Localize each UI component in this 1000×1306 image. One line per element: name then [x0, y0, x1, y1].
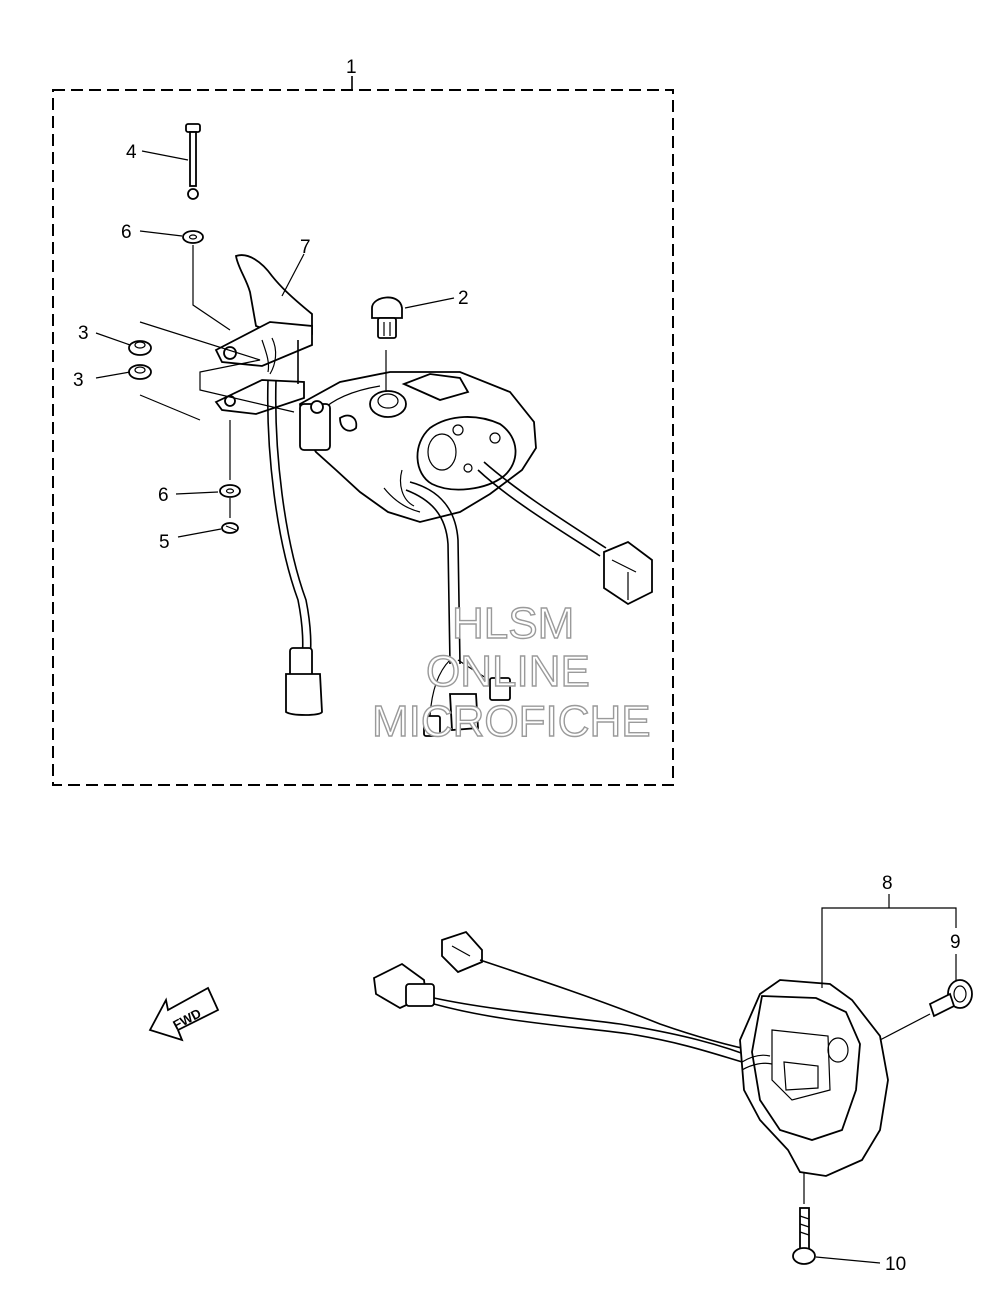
- part-3-nut-upper: [128, 340, 152, 356]
- leader-6-upper: [139, 230, 183, 237]
- part-3-nut-lower: [128, 364, 152, 380]
- connector-right: [603, 540, 653, 606]
- guide-line-bracket: [139, 321, 295, 413]
- cable-lower-assembly-a: [479, 959, 761, 1053]
- leader-3-upper: [95, 332, 131, 346]
- cable-right-inner: [483, 461, 607, 549]
- fwd-arrow-icon: FWD: [148, 986, 220, 1042]
- cable-lower: [409, 481, 461, 665]
- part-6-washer-upper: [182, 230, 204, 244]
- callout-2: 2: [458, 288, 469, 309]
- leader-10: [815, 1256, 881, 1264]
- callout-3-lower: 3: [73, 370, 84, 391]
- part-2-button: [371, 296, 403, 339]
- connector-plug-left: [373, 962, 435, 1010]
- leader-5: [177, 528, 222, 538]
- part-10-bolt: [792, 1207, 816, 1265]
- cable-lower-split-a: [429, 659, 451, 717]
- part-4-pin: [185, 123, 201, 200]
- cable-bracket: [266, 379, 304, 661]
- watermark-line-3: MICROFICHE: [372, 697, 651, 746]
- cable-bracket-inner: [274, 379, 312, 661]
- part-5-clip: [221, 522, 239, 534]
- callout-1: 1: [346, 57, 357, 78]
- callout-5: 5: [159, 532, 170, 553]
- cable-right: [477, 469, 601, 557]
- leader-8: [821, 907, 957, 988]
- callout-4: 4: [126, 142, 137, 163]
- connector-bracket: [285, 647, 323, 716]
- callout-6-lower: 6: [158, 485, 169, 506]
- guide-line-bracket-lower: [139, 394, 201, 421]
- cable-lower-assembly-b: [433, 997, 761, 1061]
- guide-line-pin: [192, 245, 231, 331]
- callout-3-upper: 3: [78, 323, 89, 344]
- part-6-washer-lower: [219, 484, 241, 498]
- callout-9: 9: [950, 932, 961, 953]
- part-8-switch-case: [739, 979, 889, 1177]
- connector-lower-right: [489, 677, 511, 701]
- callout-8: 8: [882, 873, 893, 894]
- cable-lower-assembly-c: [433, 1003, 757, 1067]
- cable-lower-inner: [405, 489, 451, 665]
- part-9-screw: [928, 979, 973, 1018]
- leader-2: [404, 297, 455, 309]
- leader-3-lower: [95, 371, 131, 379]
- callout-6-upper: 6: [121, 222, 132, 243]
- watermark-line-1: HLSM: [452, 599, 574, 648]
- switch-housing: [299, 371, 537, 523]
- connector-upper-left: [441, 930, 483, 974]
- part-7-bracket: [214, 254, 313, 415]
- assembly-boundary: [52, 89, 674, 786]
- guide-line-screw: [879, 1013, 931, 1041]
- callout-7: 7: [300, 237, 311, 258]
- leader-6-lower: [175, 491, 219, 495]
- connector-lower-left: [423, 715, 441, 737]
- callout-10: 10: [885, 1254, 906, 1275]
- leader-4: [141, 150, 189, 161]
- leader-7: [281, 253, 305, 297]
- connector-lower-center: [449, 693, 479, 731]
- watermark-line-2: ONLINE: [426, 647, 590, 696]
